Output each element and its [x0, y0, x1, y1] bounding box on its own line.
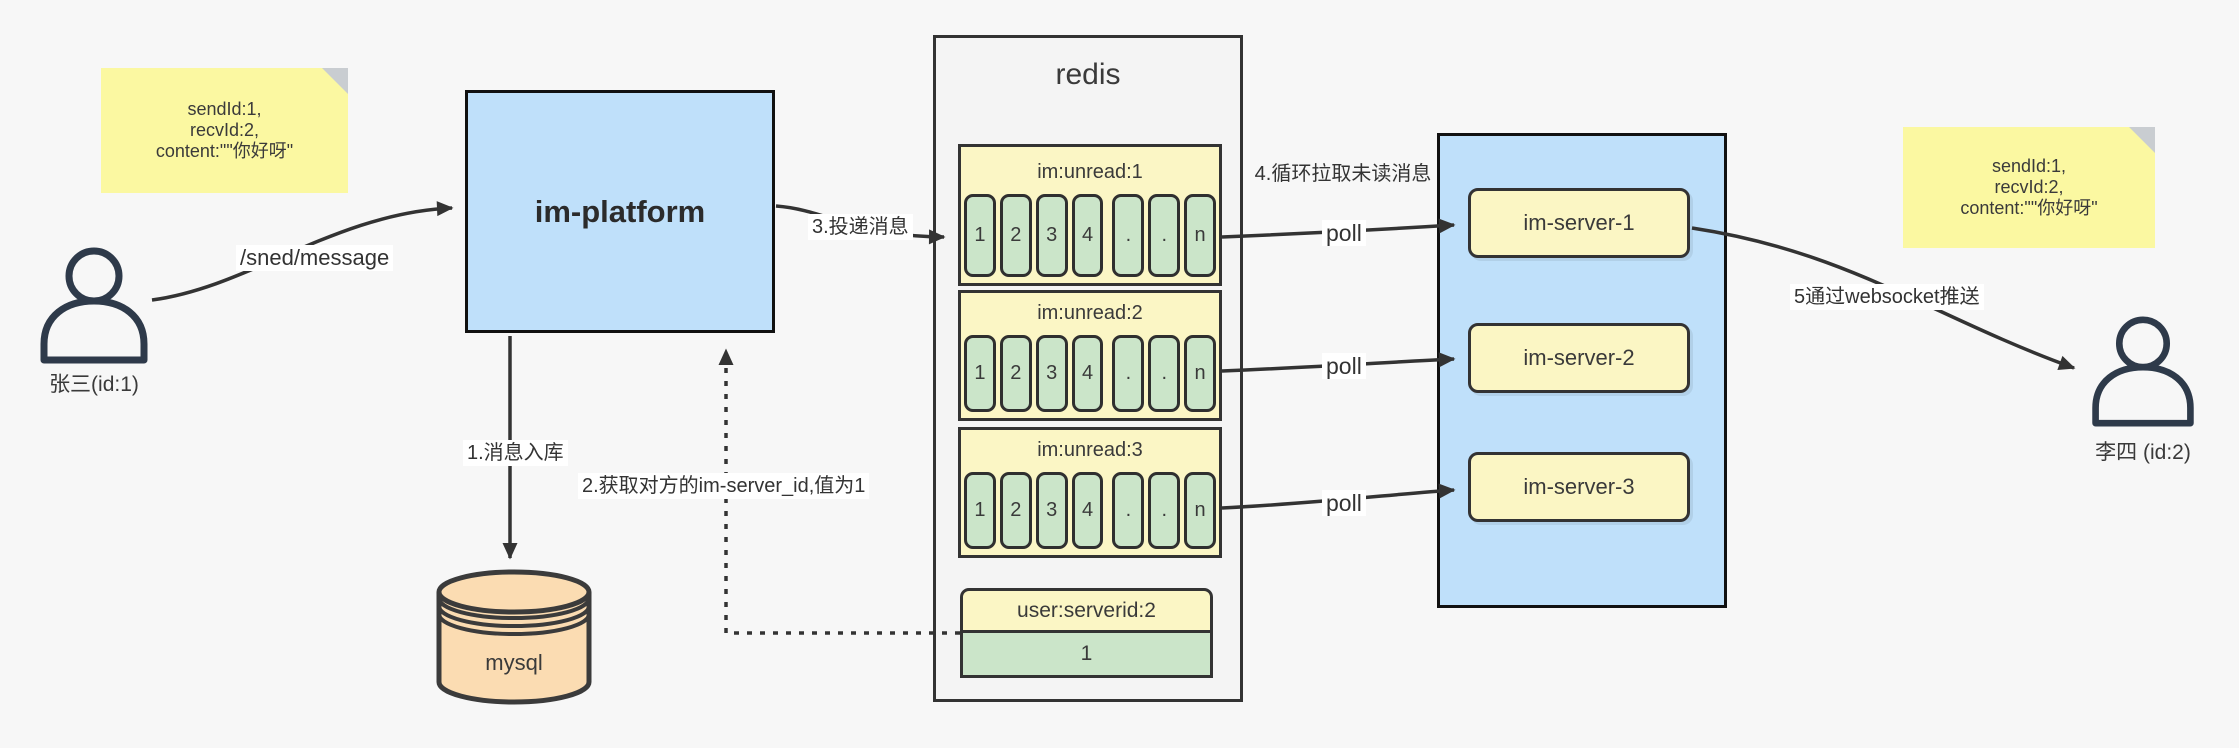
queue-cell: . [1112, 472, 1145, 549]
queue-cell: n [1184, 472, 1217, 549]
queue-cell: . [1148, 194, 1181, 277]
sticky-note-left: sendId:1, recvId:2, content:""你好呀" [101, 68, 348, 193]
queue-cell: . [1148, 335, 1181, 412]
redis-queue-unread-1: im:unread:1 1 2 3 4 . . n [958, 144, 1222, 286]
mysql-cylinder-icon [436, 569, 592, 705]
queue-cell: 2 [999, 335, 1032, 412]
kv-value: 1 [960, 633, 1213, 678]
user-icon [2092, 316, 2194, 427]
queue-name: im:unread:1 [1037, 161, 1143, 183]
poll-edge-label-1: poll [1322, 220, 1366, 246]
queue-name: im:unread:2 [1037, 302, 1143, 324]
queue-cell: . [1112, 194, 1145, 277]
redis-kv-user-serverid: user:serverid:2 1 [960, 588, 1213, 678]
note-fold-icon [2129, 127, 2155, 153]
push-edge-label: 5通过websocket推送 [1790, 284, 1984, 310]
queue-cell: 3 [1035, 194, 1068, 277]
sender-label: 张三(id:1) [49, 373, 139, 396]
send-edge-label: /sned/message [236, 245, 394, 271]
queue-cells: 1 2 3 4 . . n [961, 335, 1219, 418]
redis-queue-unread-2: im:unread:2 1 2 3 4 . . n [958, 290, 1222, 421]
poll-edge-label-3: poll [1322, 490, 1366, 516]
mysql-label: mysql [485, 650, 543, 675]
im-server-2-node: im-server-2 [1468, 323, 1690, 393]
queue-cell: 1 [964, 472, 996, 549]
lookup-edge-label: 2.获取对方的im-server_id,值为1 [578, 473, 870, 499]
queue-cell: . [1148, 472, 1181, 549]
queue-cell: 2 [999, 194, 1032, 277]
deliver-edge-label: 3.投递消息 [808, 214, 913, 240]
note-line: recvId:2, [189, 120, 260, 140]
receiver-label: 李四 (id:2) [2095, 441, 2191, 464]
poll-edge-label-2: poll [1322, 353, 1366, 379]
queue-cell: 3 [1035, 335, 1068, 412]
queue-cell: 4 [1071, 472, 1104, 549]
note-line: sendId:1, [1991, 156, 2067, 176]
queue-cell: n [1184, 194, 1217, 277]
kv-key: user:serverid:2 [960, 588, 1213, 633]
im-server-1-node: im-server-1 [1468, 188, 1690, 258]
queue-cells: 1 2 3 4 . . n [961, 194, 1219, 283]
queue-cell: 4 [1071, 335, 1104, 412]
queue-name: im:unread:3 [1037, 439, 1143, 461]
queue-cell: . [1112, 335, 1145, 412]
queue-cell: 4 [1071, 194, 1104, 277]
im-platform-node: im-platform [465, 90, 775, 333]
note-line: sendId:1, [187, 99, 262, 119]
queue-cell: 3 [1035, 472, 1068, 549]
queue-cells: 1 2 3 4 . . n [961, 472, 1219, 555]
note-line: recvId:2, [1994, 177, 2064, 197]
note-fold-icon [322, 68, 348, 94]
queue-cell: n [1184, 335, 1217, 412]
redis-queue-unread-3: im:unread:3 1 2 3 4 . . n [958, 427, 1222, 558]
redis-title: redis [1055, 58, 1121, 91]
store-edge-label: 1.消息入库 [463, 440, 568, 466]
user-icon [40, 247, 148, 364]
queue-cell: 1 [964, 335, 996, 412]
note-line: content:""你好呀" [155, 141, 294, 161]
sticky-note-right: sendId:1, recvId:2, content:""你好呀" [1903, 127, 2155, 248]
queue-cell: 1 [964, 194, 996, 277]
pull-edge-label: 4.循环拉取未读消息 [1254, 163, 1432, 185]
queue-cell: 2 [999, 472, 1032, 549]
im-server-3-node: im-server-3 [1468, 452, 1690, 522]
note-line: content:""你好呀" [1960, 198, 2098, 218]
